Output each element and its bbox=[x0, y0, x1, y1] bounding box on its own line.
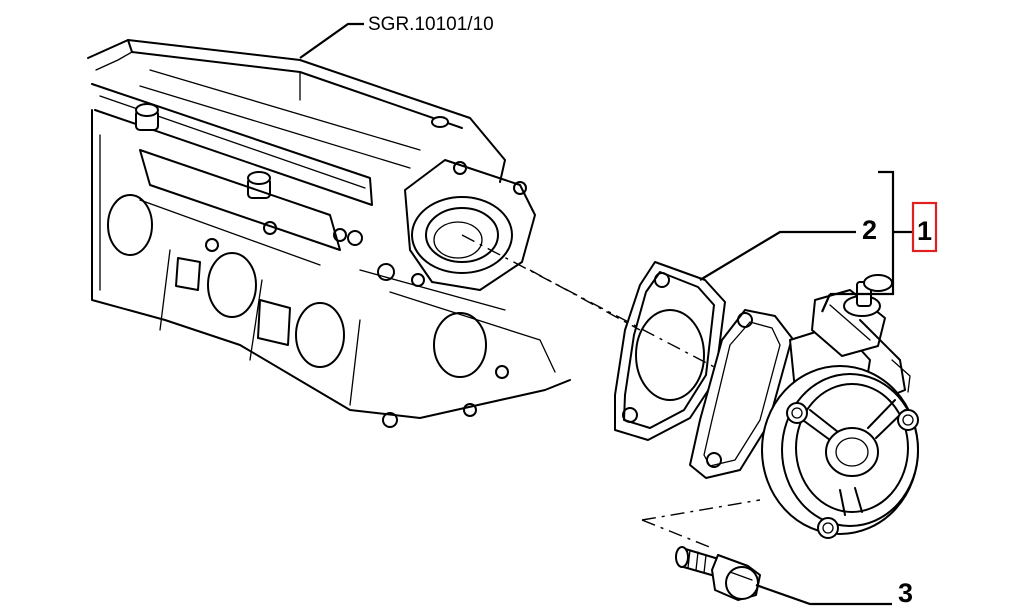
cylinder-head-drawing bbox=[87, 39, 571, 428]
reference-code-label: SGR.10101/10 bbox=[368, 14, 494, 35]
callout-3-leader-line bbox=[755, 583, 892, 606]
leader-lines bbox=[299, 22, 912, 606]
callout-1-label: 1 bbox=[917, 216, 932, 246]
callout-2-label: 2 bbox=[862, 215, 877, 245]
bolt-part bbox=[675, 546, 761, 601]
callout-1-highlight-box bbox=[911, 201, 938, 253]
vacuum-pump-part bbox=[689, 274, 919, 539]
assembly-axis-lines bbox=[461, 234, 761, 549]
callout-2-leader-line bbox=[699, 230, 856, 281]
gasket-part bbox=[614, 261, 726, 441]
reference-leader-line bbox=[299, 22, 364, 59]
callout-3-label: 3 bbox=[898, 578, 913, 608]
